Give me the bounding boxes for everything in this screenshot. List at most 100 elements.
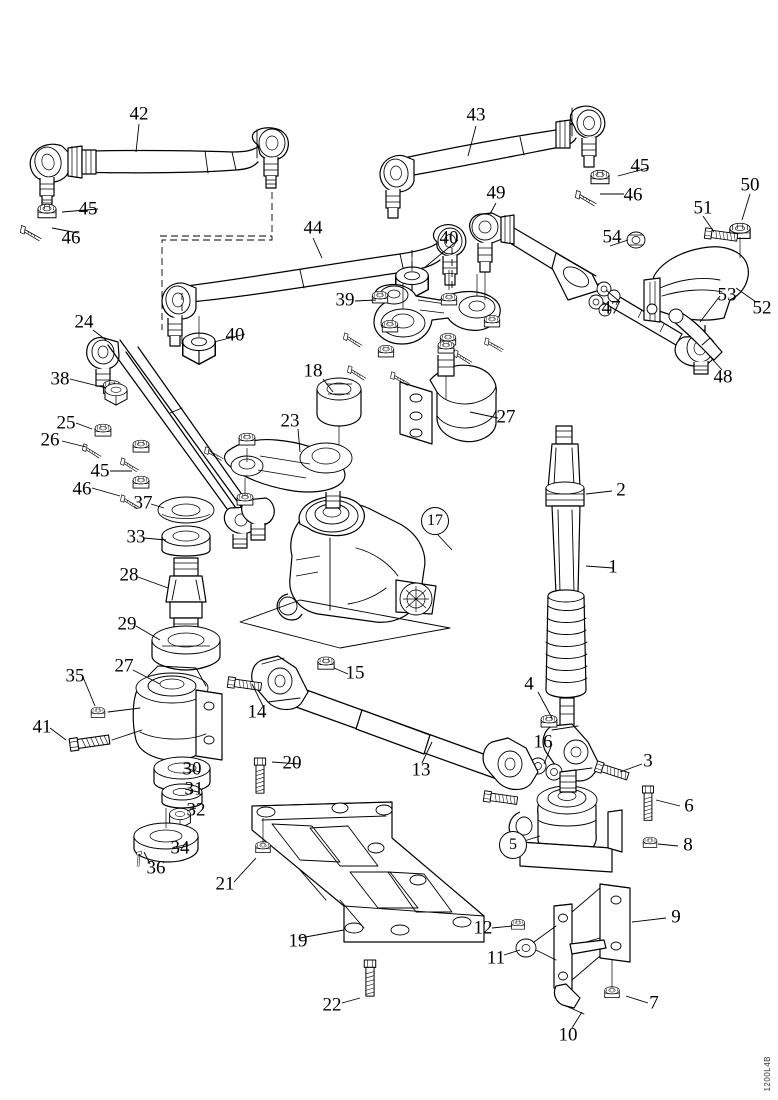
callout-48: 48 <box>713 366 733 388</box>
callout-49: 49 <box>486 182 506 204</box>
part-11-bush <box>515 938 537 958</box>
callout-12: 12 <box>473 917 493 939</box>
callout-38: 38 <box>50 368 70 390</box>
callout-44: 44 <box>303 217 323 239</box>
part-29-bearing <box>151 625 221 671</box>
callout-46: 46 <box>623 184 643 206</box>
callout-22: 22 <box>322 994 342 1016</box>
alignment-lines <box>160 192 453 344</box>
callout-25: 25 <box>56 412 76 434</box>
part-25-nut <box>81 423 112 459</box>
callout-43: 43 <box>466 104 486 126</box>
part-54-bush <box>626 231 646 249</box>
callout-52: 52 <box>752 297 772 319</box>
part-diagonal-rods <box>107 339 275 549</box>
part-18-bushing <box>316 377 362 450</box>
callout-23: 23 <box>280 410 300 432</box>
callout-42: 42 <box>129 103 149 125</box>
part-53-arm <box>668 308 723 361</box>
part-34-cap <box>133 808 199 868</box>
callout-21: 21 <box>215 873 235 895</box>
damper-bushes <box>588 281 621 317</box>
part-44-track-rod <box>161 224 467 347</box>
part-22-bolt <box>363 959 377 997</box>
part-15-nut <box>317 656 335 670</box>
watermark: 1200L4B <box>763 1056 772 1092</box>
callout-6: 6 <box>684 795 694 817</box>
part-8-washer <box>642 836 658 848</box>
part-31-washer <box>161 783 203 809</box>
callout-11: 11 <box>486 947 506 969</box>
callout-27: 27 <box>496 406 516 428</box>
part-38-nut <box>104 383 128 406</box>
part-6-bolt <box>642 785 654 821</box>
callout-33: 33 <box>126 526 146 548</box>
callout-15: 15 <box>345 662 365 684</box>
callout-36: 36 <box>146 857 166 879</box>
callout-2: 2 <box>616 479 626 501</box>
callout-40: 40 <box>225 324 245 346</box>
part-12-nut <box>511 918 525 930</box>
part-7-nut <box>604 986 620 999</box>
callout-3: 3 <box>643 750 653 772</box>
part-33-ring <box>161 525 211 557</box>
callout-16: 16 <box>533 731 553 753</box>
callout-32: 32 <box>186 799 206 821</box>
callout-9: 9 <box>671 906 681 928</box>
callout-13: 13 <box>411 759 431 781</box>
part-39-relay-lever-cluster <box>342 270 501 381</box>
part-19-cross-member <box>251 757 485 997</box>
callout-14: 14 <box>247 701 267 723</box>
callout-47: 47 <box>601 297 621 319</box>
callout-18: 18 <box>303 360 323 382</box>
part-26-cotter <box>81 443 104 459</box>
part-49-idler-stud <box>469 212 515 300</box>
callout-45: 45 <box>78 198 98 220</box>
part-28-kingpin <box>165 557 207 635</box>
part-1-steering-column <box>545 425 588 727</box>
part-40-hex-nut-left <box>182 316 216 365</box>
callout-28: 28 <box>119 564 139 586</box>
part-5-pump-unit <box>508 769 623 873</box>
callout-41: 41 <box>32 716 52 738</box>
leader-lines <box>49 123 757 1029</box>
callout-34: 34 <box>170 837 190 859</box>
callout-7: 7 <box>649 992 659 1014</box>
callout-46: 46 <box>72 478 92 500</box>
callout-5: 5 <box>499 831 527 859</box>
callout-19: 19 <box>288 930 308 952</box>
callout-53: 53 <box>717 284 737 306</box>
part-35-nut <box>90 706 141 718</box>
callout-27: 27 <box>114 655 134 677</box>
part-9-mounting-bracket <box>511 883 631 1015</box>
callout-37: 37 <box>133 492 153 514</box>
part-23-pitman-arm <box>203 432 353 506</box>
callout-35: 35 <box>65 665 85 687</box>
part-37-washer <box>157 496 215 524</box>
part-42-drag-link <box>19 127 289 242</box>
part-16-bushes <box>529 757 563 781</box>
callout-17: 17 <box>421 507 449 535</box>
callout-40: 40 <box>439 227 459 249</box>
part-13-intermediate-shaft <box>226 655 539 807</box>
callout-30: 30 <box>182 758 202 780</box>
callout-8: 8 <box>683 834 693 856</box>
callout-1: 1 <box>608 556 618 578</box>
part-24-ball-joint <box>86 336 122 394</box>
callout-4: 4 <box>524 673 534 695</box>
callout-26: 26 <box>40 429 60 451</box>
callout-45: 45 <box>90 460 110 482</box>
callout-20: 20 <box>282 752 302 774</box>
part-52-bracket <box>643 222 751 361</box>
callout-31: 31 <box>184 778 204 800</box>
callout-29: 29 <box>117 613 137 635</box>
callout-39: 39 <box>335 289 355 311</box>
part-21-nut <box>255 841 271 854</box>
part-27-knuckle-housing-upper <box>389 337 506 445</box>
callout-54: 54 <box>602 226 622 248</box>
callout-24: 24 <box>74 311 94 333</box>
callout-10: 10 <box>558 1024 578 1046</box>
part-43-drag-link <box>379 105 610 219</box>
